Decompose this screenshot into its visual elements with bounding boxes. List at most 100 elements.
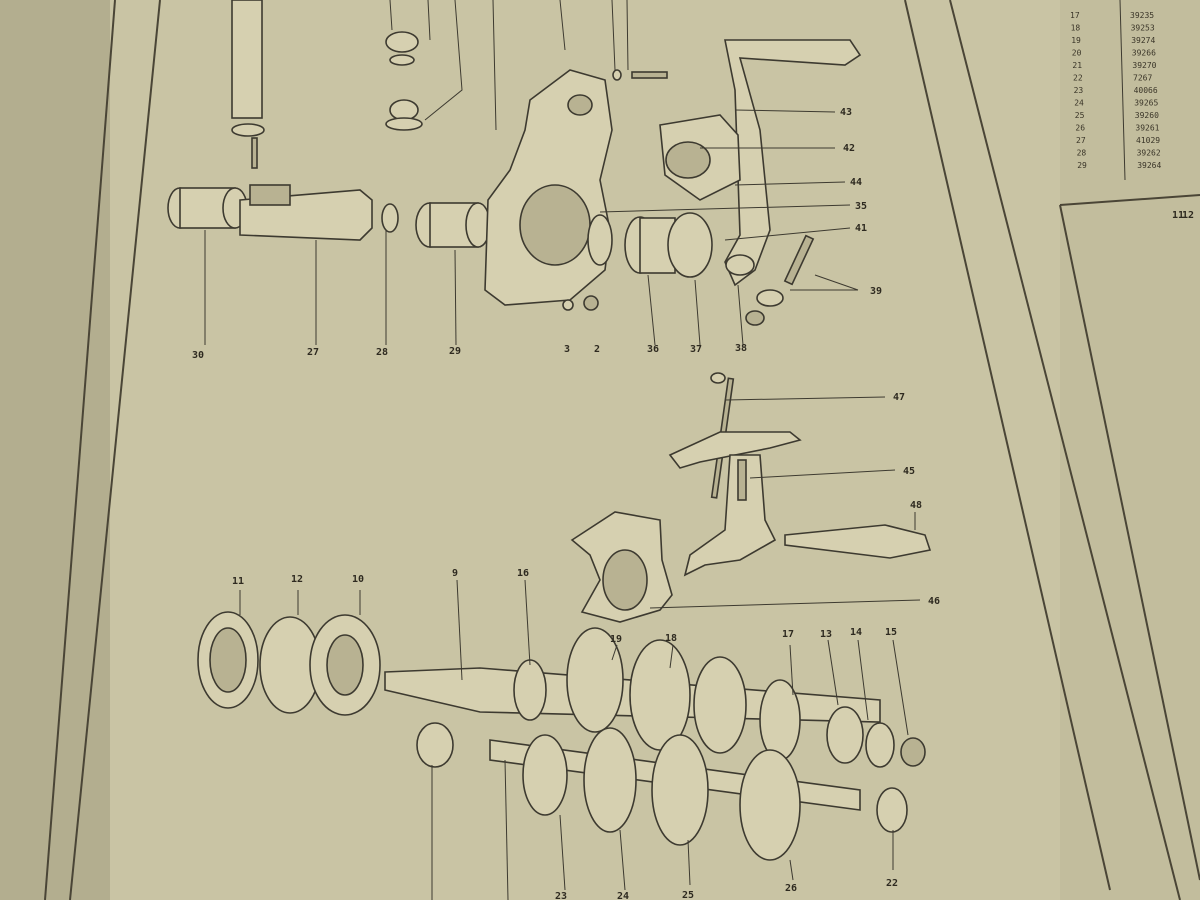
nut-2-part xyxy=(583,295,599,311)
small-ring-part xyxy=(612,69,622,81)
callout-25: 25 xyxy=(682,890,694,900)
yoke-part xyxy=(249,184,291,206)
callout-37: 37 xyxy=(690,344,702,355)
callout-38: 38 xyxy=(735,343,747,354)
table-row-code: 41029 xyxy=(1136,136,1160,145)
callouts-bottom: 11 12 10 9 16 19 18 17 13 14 15 22 26 25… xyxy=(232,568,898,900)
bearing-bore xyxy=(326,634,364,696)
nut-part xyxy=(389,99,419,121)
callout-35: 35 xyxy=(855,201,867,212)
callout-29: 29 xyxy=(449,346,461,357)
callout-10: 10 xyxy=(352,574,364,585)
base-washer-part xyxy=(385,117,423,131)
table-row-code: 40066 xyxy=(1134,86,1158,95)
lever-boss-part xyxy=(725,254,755,276)
callout-39: 39 xyxy=(870,286,882,297)
gear-cluster xyxy=(197,611,926,861)
callout-23: 23 xyxy=(555,891,567,900)
table-row-code: 39266 xyxy=(1132,49,1156,58)
washer-22-part xyxy=(876,787,908,833)
inset-label-12: 12 xyxy=(1182,210,1194,221)
nut-39-part xyxy=(745,310,765,326)
plate-upper-part xyxy=(668,431,802,469)
callout-2: 2 xyxy=(594,344,600,355)
spindle-head-part xyxy=(710,372,726,384)
callout-14: 14 xyxy=(850,627,862,638)
table-row-number: 28 xyxy=(1077,149,1087,158)
table-row-number: 25 xyxy=(1075,111,1085,120)
gear-18-part xyxy=(629,639,691,751)
table-row-code: 7267 xyxy=(1133,74,1152,83)
callout-36: 36 xyxy=(647,344,659,355)
cover-spigot-part xyxy=(587,214,613,266)
shaft-upper-part xyxy=(231,0,263,119)
table-row-number: 19 xyxy=(1071,36,1081,45)
callout-26: 26 xyxy=(785,883,797,894)
gear-16-part xyxy=(693,656,747,754)
callouts-top: 43 42 44 35 41 39 30 27 28 29 3 2 36 37 … xyxy=(192,107,882,361)
plate-slot-part xyxy=(737,459,747,501)
kickstart-lever-part xyxy=(724,39,862,287)
cover-boss-part xyxy=(567,94,593,116)
table-row-number: 17 xyxy=(1070,11,1080,20)
fork-plate-45-part xyxy=(683,454,777,577)
gear-26-part xyxy=(739,749,801,861)
washer-3-part xyxy=(562,299,574,311)
callout-15: 15 xyxy=(885,627,897,638)
callout-45: 45 xyxy=(903,466,915,477)
left-page-shadow xyxy=(0,0,110,900)
table-row-number: 29 xyxy=(1077,161,1087,170)
table-row-code: 39264 xyxy=(1137,161,1161,170)
callout-43: 43 xyxy=(840,107,852,118)
table-row-code: 39260 xyxy=(1135,111,1159,120)
callout-44: 44 xyxy=(850,177,862,188)
washer-14-part xyxy=(865,722,895,768)
table-row-number: 21 xyxy=(1072,61,1082,70)
pinion-37-part xyxy=(667,212,713,278)
table-row-code: 39235 xyxy=(1130,11,1154,20)
callout-46: 46 xyxy=(928,596,940,607)
washer-39-part xyxy=(756,289,784,307)
table-row-number: 23 xyxy=(1074,86,1084,95)
gear-23-part xyxy=(522,734,568,816)
callout-19: 19 xyxy=(610,634,622,645)
table-row-code: 39253 xyxy=(1131,24,1155,33)
table-row-number: 18 xyxy=(1071,24,1081,33)
table-row-number: 24 xyxy=(1074,99,1084,108)
kickstart-assembly xyxy=(167,0,862,326)
table-row-code: 39274 xyxy=(1131,36,1155,45)
leader-lines-bottom xyxy=(239,579,909,900)
callout-47: 47 xyxy=(893,392,905,403)
cap-part xyxy=(385,31,419,53)
inset-labels: 11 12 xyxy=(1172,210,1194,221)
oil-seal-bore xyxy=(209,627,247,693)
bush-13-part xyxy=(826,706,864,764)
bolt-part xyxy=(631,71,668,79)
table-row-number: 22 xyxy=(1073,74,1083,83)
cover-bearing-part xyxy=(519,184,591,266)
table-row-number: 20 xyxy=(1072,49,1082,58)
callout-41: 41 xyxy=(855,223,867,234)
callout-18: 18 xyxy=(665,633,677,644)
callout-9: 9 xyxy=(452,568,458,579)
selector-assembly xyxy=(570,372,932,623)
gear-17-part xyxy=(759,679,801,761)
fork-bore-part xyxy=(602,549,648,611)
callout-13: 13 xyxy=(820,629,832,640)
callout-16: 16 xyxy=(517,568,529,579)
plate-42-bore xyxy=(665,141,711,179)
leader-lines-mid xyxy=(649,396,921,609)
bolt-41-part xyxy=(783,234,815,286)
bush-part xyxy=(416,722,454,768)
callout-42: 42 xyxy=(843,143,855,154)
pin-part xyxy=(251,137,258,169)
callout-48: 48 xyxy=(910,500,922,511)
callouts-mid: 47 45 48 46 xyxy=(893,392,940,607)
table-row-code: 39261 xyxy=(1135,124,1159,133)
leader-lines-top xyxy=(204,109,859,346)
gear-24-part xyxy=(583,727,637,833)
nut-15-part xyxy=(900,737,926,767)
circlip-part xyxy=(381,203,399,233)
